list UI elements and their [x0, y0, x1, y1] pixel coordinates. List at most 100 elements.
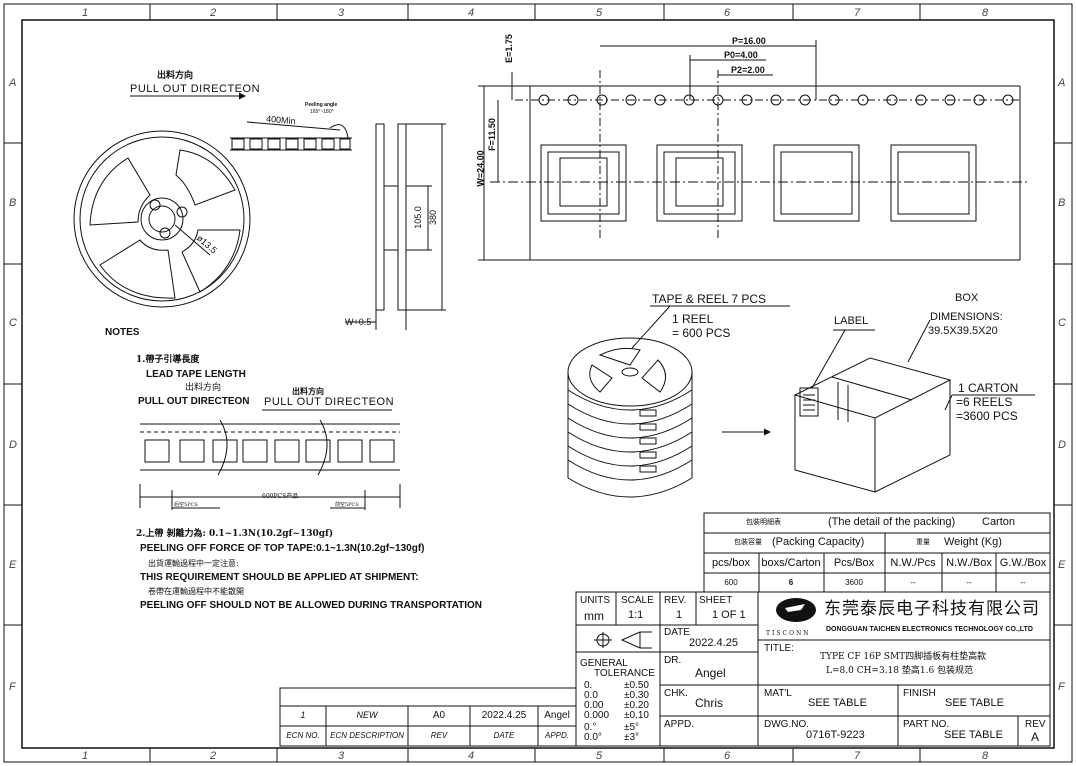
packing-value-4: --	[966, 578, 972, 587]
detail-value: Carton	[982, 516, 1016, 528]
rev2-label: REV	[1025, 719, 1046, 730]
notes-title: NOTES	[105, 327, 140, 338]
company-en: DONGGUAN TAICHEN ELECTRONICS TECHNOLOGY …	[826, 626, 1033, 633]
rev-desc: NEW	[356, 710, 378, 720]
units-value: mm	[584, 609, 604, 623]
carton-line1: 1 CARTON	[958, 381, 1019, 395]
dim-p0: P0=4.00	[724, 50, 758, 60]
tol-row-5-value: ±3°	[624, 732, 640, 743]
part-label: PART NO.	[903, 719, 950, 730]
zone-col-5-bottom: 5	[596, 750, 603, 762]
weight-en: Weight (Kg)	[944, 536, 1002, 548]
zone-col-8-bottom: 8	[982, 750, 989, 762]
capacity-cn: 包裝容量	[734, 538, 762, 546]
carton-line2: =6 REELS	[956, 395, 1013, 409]
packing-header-5: G.W./Box	[999, 557, 1047, 569]
packing-value-5: --	[1020, 578, 1026, 587]
packing-header-0: pcs/box	[712, 557, 750, 569]
tol-row-5-key: 0.0°	[584, 732, 602, 743]
zone-col-4-bottom: 4	[468, 750, 475, 762]
zone-col-5: 5	[596, 7, 603, 19]
zone-col-1-bottom: 1	[82, 750, 89, 762]
note4-en: PEELING OFF SHOULD NOT BE ALLOWED DURING…	[140, 600, 483, 611]
sheet-value: 1 OF 1	[712, 609, 746, 621]
zone-row-d: D	[9, 439, 17, 451]
reel-line2: = 600 PCS	[672, 326, 731, 340]
dr-label: DR.	[664, 655, 682, 666]
packing-value-1: 6	[788, 578, 794, 587]
zone-col-8: 8	[982, 7, 989, 19]
zone-col-3: 3	[338, 7, 345, 19]
tol-row-1-value: ±0.30	[624, 690, 649, 701]
logo-text: TISCONN	[766, 630, 811, 637]
packing-header-2: Pcs/Box	[833, 557, 875, 569]
dwg-label: DWG.NO.	[764, 719, 809, 730]
rev-approved: Angel	[544, 710, 570, 721]
packing-value-2: 3600	[845, 578, 863, 587]
zone-row-d-right: D	[1058, 439, 1066, 451]
pull-out-en: PULL OUT DIRECTEON	[130, 83, 261, 95]
rev-date: 2022.4.25	[481, 710, 527, 721]
reel-front-view	[73, 92, 352, 308]
outer-border	[3, 3, 1073, 763]
zone-row-b: B	[9, 197, 17, 209]
scale-value: 1:1	[628, 609, 644, 621]
zone-col-7: 7	[854, 7, 861, 19]
rev-h-date: DATE	[493, 731, 515, 740]
capacity-en: (Packing Capacity)	[772, 536, 865, 548]
company-cn: 东莞泰辰电子科技有限公司	[824, 599, 1040, 619]
note3-en: THIS REQUIREMENT SHOULD BE APPLIED AT SH…	[140, 572, 419, 583]
detail-cn: 包裝明細表	[746, 518, 781, 526]
rev-label: REV.	[664, 595, 687, 606]
notes-tape	[139, 409, 401, 510]
revision-table-lines	[279, 687, 577, 747]
rev-letter: A0	[432, 710, 446, 721]
matl-label: MAT'L	[764, 688, 792, 699]
tol-row-2-value: ±0.20	[624, 700, 649, 711]
dim-title: DIMENSIONS:	[930, 311, 1003, 323]
title-line1: TYPE CF 16P SMT四脚插板有柱垫高款	[820, 652, 987, 662]
part-value: SEE TABLE	[944, 729, 1003, 741]
zone-row-c-right: C	[1058, 317, 1066, 329]
tolerance-label: TOLERANCE	[594, 668, 655, 679]
dim-w: W=24.00	[475, 150, 486, 187]
dr-value: Angel	[695, 666, 726, 680]
note1-dir-cn2: 出料方向	[292, 386, 324, 396]
zone-col-4: 4	[468, 7, 475, 19]
chk-label: CHK.	[664, 688, 688, 699]
count-label: 600PCS产品	[262, 493, 299, 500]
note1-dir-en2: PULL OUT DIRECTEON	[264, 396, 395, 408]
zone-col-7-bottom: 7	[854, 750, 861, 762]
tape-reel-title: TAPE & REEL 7 PCS	[652, 292, 767, 306]
zone-row-f-right: F	[1058, 681, 1065, 693]
tol-row-1-key: 0.0	[584, 690, 598, 701]
zone-row-b-right: B	[1058, 197, 1066, 209]
appd-label: APPD.	[664, 719, 695, 730]
dim-p: P=16.00	[732, 36, 766, 46]
dwg-value: 0716T-9223	[806, 729, 865, 741]
packing-header-3: N.W./Pcs	[890, 557, 936, 569]
carrier-tape	[478, 40, 1030, 261]
zone-col-2-bottom: 2	[210, 750, 217, 762]
note3-cn: 出貨運輸過程中一定注意:	[148, 559, 239, 568]
pull-out-cn: 出料方向	[157, 71, 194, 81]
zone-row-e: E	[9, 559, 17, 571]
matl-value: SEE TABLE	[808, 697, 867, 709]
title-block-lines	[575, 591, 1051, 747]
carton-line3: =3600 PCS	[956, 409, 1018, 423]
dim-p2: P2=2.00	[731, 65, 765, 75]
scale-label: SCALE	[621, 595, 654, 606]
dim-value: 39.5X39.5X20	[928, 325, 998, 337]
carton-box	[793, 319, 1035, 493]
flange-outer: 380	[428, 209, 439, 226]
tol-row-3-value: ±0.10	[624, 710, 649, 721]
finish-label: FINISH	[903, 688, 936, 699]
tol-row-4-key: 0.°	[584, 722, 597, 733]
rev-h-ecn: ECN NO.	[286, 731, 320, 740]
note1-en: LEAD TAPE LENGTH	[146, 369, 246, 380]
chk-value: Chris	[695, 696, 724, 710]
packing-value-0: 600	[724, 578, 738, 587]
front-label: 前空5PCS	[335, 502, 359, 508]
